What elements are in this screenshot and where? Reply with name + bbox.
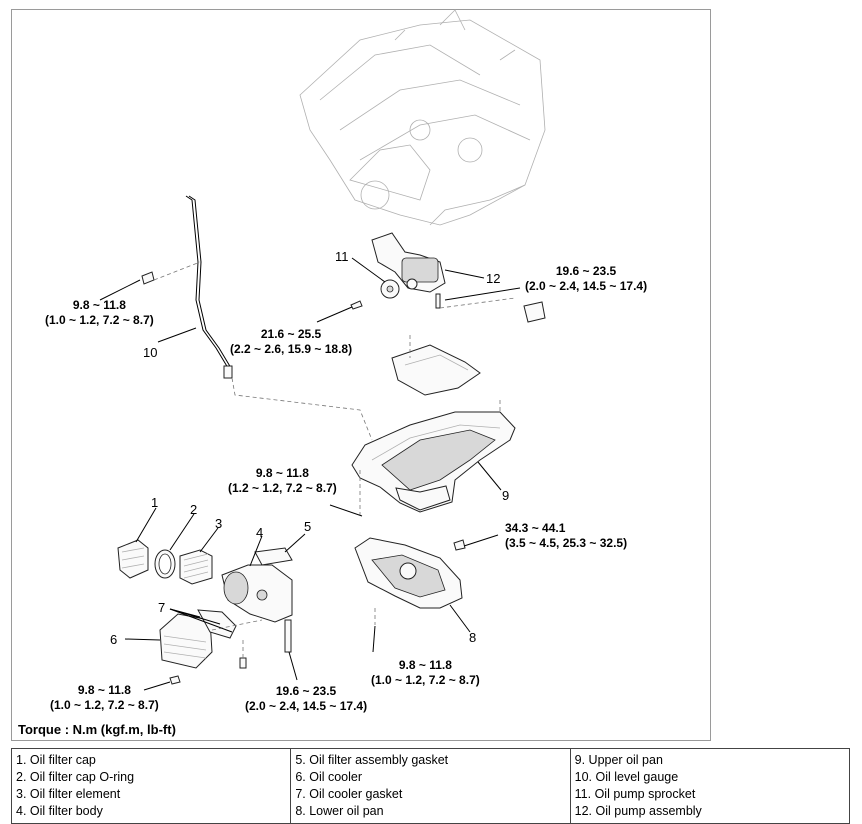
diagram-frame [11,9,711,741]
oil-filter-parts-drawing [117,539,293,669]
legend-column-3: 9. Upper oil pan 10. Oil level gauge 11.… [569,748,851,824]
legend-item: 10. Oil level gauge [574,770,679,784]
callout-11: 11 [335,249,349,264]
torque-spec-filter-body-bolt: 19.6 ~ 23.5(2.0 ~ 2.4, 14.5 ~ 17.4) [245,684,368,713]
legend-item: 1. Oil filter cap [16,753,96,767]
torque-spec-oil-pump-bolt: 19.6 ~ 23.5(2.0 ~ 2.4, 14.5 ~ 17.4) [525,264,648,293]
legend-item: 11. Oil pump sprocket [574,787,696,801]
callout-8: 8 [469,630,477,645]
upper-oil-pan-drawing [351,411,516,513]
oil-cooler-drawing [159,609,237,685]
legend-item: 4. Oil filter body [16,804,103,818]
callout-10: 10 [143,345,158,360]
callout-2: 2 [190,502,198,517]
callout-12: 12 [486,271,501,286]
torque-spec-cooler-bolt: 9.8 ~ 11.8(1.0 ~ 1.2, 7.2 ~ 8.7) [50,683,159,712]
torque-unit-note: Torque : N.m (kgf.m, lb-ft) [18,722,176,737]
torque-spec-upper-pan-bolt: 9.8 ~ 11.8(1.2 ~ 1.2, 7.2 ~ 8.7) [228,466,337,495]
legend-column-1: 1. Oil filter cap 2. Oil filter cap O-ri… [10,748,292,824]
torque-spec-lower-pan-bolt: 9.8 ~ 11.8(1.0 ~ 1.2, 7.2 ~ 8.7) [371,658,480,687]
assembly-dashes [153,261,516,658]
engine-block-drawing [299,9,546,226]
legend-item: 8. Lower oil pan [295,804,384,818]
callout-3: 3 [215,516,223,531]
callout-7: 7 [158,600,166,615]
legend-item: 5. Oil filter assembly gasket [295,753,449,767]
torque-spec-sprocket-bolt: 21.6 ~ 25.5(2.2 ~ 2.6, 15.9 ~ 18.8) [230,327,353,356]
callout-4: 4 [256,525,264,540]
legend-item: 12. Oil pump assembly [574,804,702,818]
leader-lines [99,257,521,691]
callout-9: 9 [502,488,510,503]
oil-pump-assembly-drawing [350,232,446,310]
torque-spec-drain-plug: 34.3 ~ 44.1(3.5 ~ 4.5, 25.3 ~ 32.5) [505,521,628,550]
legend-item: 6. Oil cooler [295,770,363,784]
callout-6: 6 [110,632,118,647]
legend-item: 7. Oil cooler gasket [295,787,403,801]
callout-1: 1 [151,495,159,510]
legend-item: 3. Oil filter element [16,787,121,801]
legend-item: 9. Upper oil pan [574,753,663,767]
lower-oil-pan-drawing [354,537,466,609]
torque-spec-oil-gauge-bolt: 9.8 ~ 11.8(1.0 ~ 1.2, 7.2 ~ 8.7) [45,298,154,327]
callout-5: 5 [304,519,312,534]
legend-item: 2. Oil filter cap O-ring [16,770,135,784]
parts-legend: 1. Oil filter cap 2. Oil filter cap O-ri… [10,748,851,824]
oil-baffle-drawing [391,301,546,396]
legend-column-2: 5. Oil filter assembly gasket 6. Oil coo… [290,748,571,824]
